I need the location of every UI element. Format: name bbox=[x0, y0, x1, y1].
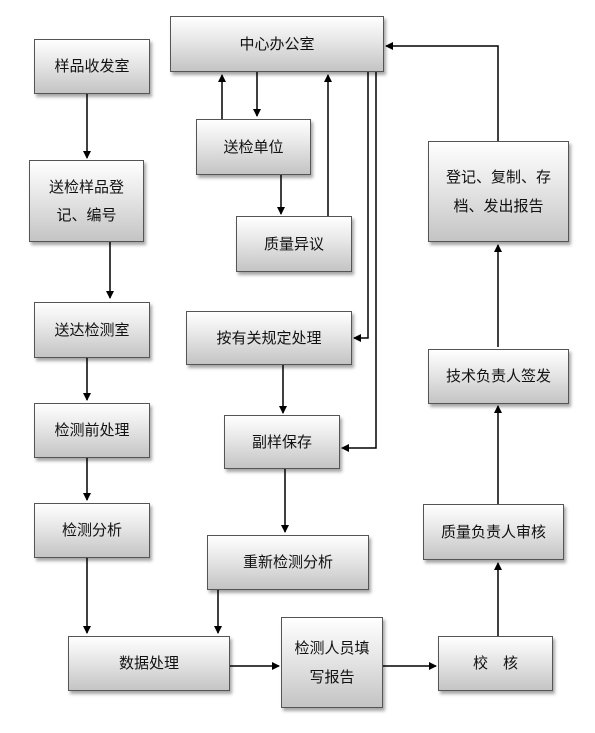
node-submitting-unit: 送检单位 bbox=[196, 119, 311, 175]
node-analysis: 检测分析 bbox=[34, 503, 150, 558]
node-tech-sign: 技术负责人签发 bbox=[428, 349, 569, 404]
node-reanalysis: 重新检测分析 bbox=[207, 535, 369, 590]
arrow-register-to-center-office bbox=[385, 42, 499, 141]
node-data-processing: 数据处理 bbox=[68, 636, 230, 691]
node-sample-room: 样品收发室 bbox=[34, 39, 150, 94]
node-center-office: 中心办公室 bbox=[170, 16, 384, 72]
node-pretreatment: 检测前处理 bbox=[34, 403, 150, 458]
arrow-center-to-handle-rules bbox=[353, 72, 369, 342]
node-send-to-lab: 送达检测室 bbox=[34, 302, 150, 358]
arrow-center-to-backup-sample bbox=[341, 72, 377, 452]
node-register-archive: 登记、复制、存档、发出报告 bbox=[428, 141, 569, 242]
node-fill-report: 检测人员填写报告 bbox=[281, 617, 383, 708]
node-sample-register: 送检样品登记、编号 bbox=[29, 160, 144, 242]
node-check: 校 核 bbox=[438, 636, 553, 691]
node-quality-objection: 质量异议 bbox=[236, 216, 352, 272]
node-backup-sample: 副样保存 bbox=[224, 415, 340, 469]
node-handle-by-rules: 按有关规定处理 bbox=[186, 311, 352, 365]
node-quality-review: 质量负责人审核 bbox=[423, 504, 564, 560]
